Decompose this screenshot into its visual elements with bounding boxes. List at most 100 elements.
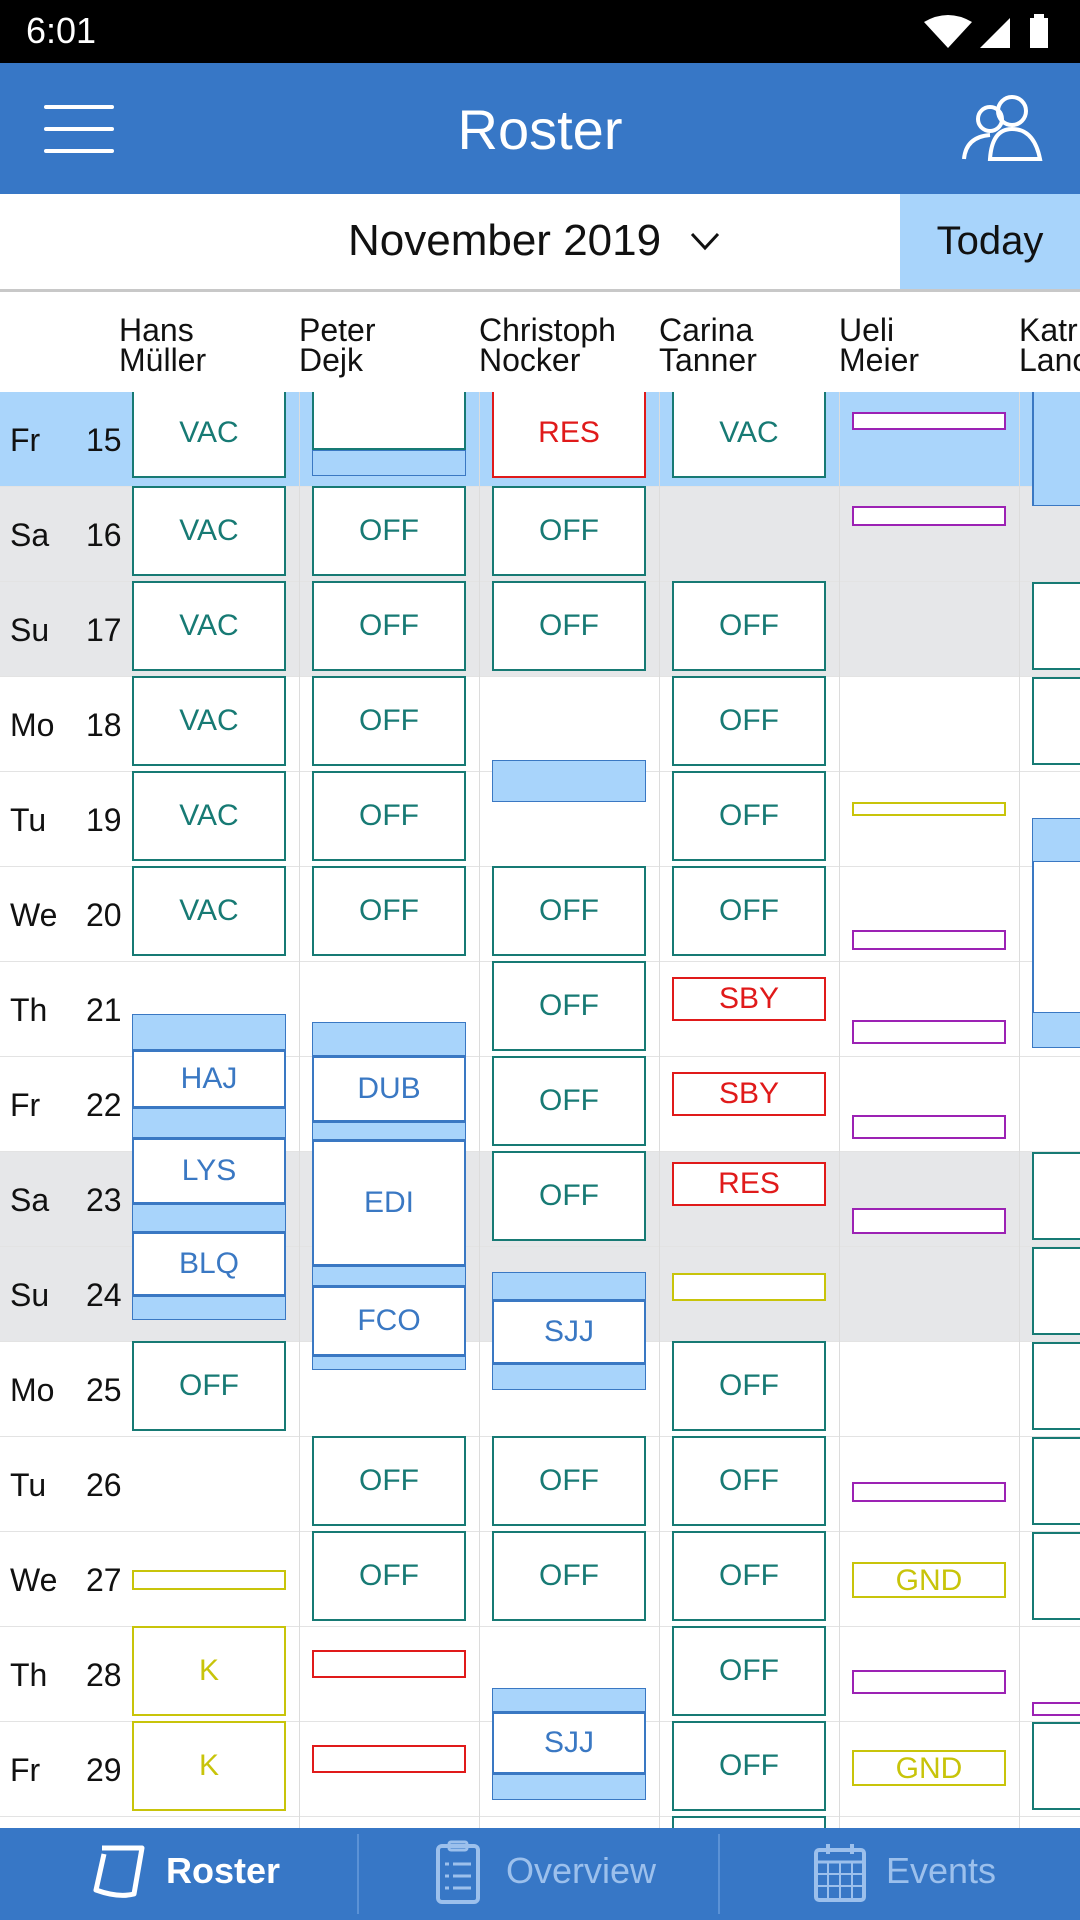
roster-entry[interactable]: OFF: [312, 1436, 466, 1526]
flight-block[interactable]: [132, 1014, 286, 1050]
flight-entry[interactable]: FCO: [312, 1286, 466, 1356]
roster-entry[interactable]: OFF: [672, 1626, 826, 1716]
roster-entry[interactable]: OFF: [492, 1056, 646, 1146]
flight-block[interactable]: [312, 1266, 466, 1286]
roster-entry[interactable]: [1032, 1722, 1080, 1810]
flight-block[interactable]: [312, 450, 466, 476]
today-button[interactable]: Today: [900, 194, 1080, 289]
roster-entry[interactable]: OFF: [312, 486, 466, 576]
roster-marker[interactable]: [852, 412, 1006, 430]
roster-entry[interactable]: VAC: [132, 392, 286, 478]
roster-entry[interactable]: [1032, 1437, 1080, 1525]
flight-entry[interactable]: EDI: [312, 1140, 466, 1266]
roster-entry[interactable]: GND: [852, 1750, 1006, 1786]
flight-block[interactable]: [312, 1122, 466, 1140]
flight-block[interactable]: [312, 1356, 466, 1370]
roster-marker[interactable]: [1032, 1702, 1080, 1716]
roster-entry[interactable]: OFF: [312, 771, 466, 861]
roster-entry[interactable]: SBY: [672, 1072, 826, 1116]
roster-entry[interactable]: OFF: [672, 581, 826, 671]
roster-entry[interactable]: OFF: [312, 676, 466, 766]
flight-block[interactable]: [132, 1204, 286, 1232]
roster-marker[interactable]: [852, 1020, 1006, 1044]
roster-entry[interactable]: [1032, 1532, 1080, 1620]
flight-entry[interactable]: SJJ: [492, 1300, 646, 1364]
roster-marker[interactable]: [852, 1115, 1006, 1139]
people-icon[interactable]: [960, 93, 1044, 163]
flight-block[interactable]: [312, 1022, 466, 1056]
roster-entry[interactable]: VAC: [132, 486, 286, 576]
flight-block[interactable]: [492, 1688, 646, 1712]
roster-entry[interactable]: K: [132, 1626, 286, 1716]
flight-block[interactable]: [492, 760, 646, 802]
flight-entry[interactable]: SJJ: [492, 1712, 646, 1774]
flight-block[interactable]: [492, 1272, 646, 1300]
flight-block[interactable]: [1032, 818, 1080, 862]
roster-entry[interactable]: RES: [492, 392, 646, 478]
roster-entry[interactable]: OFF: [312, 581, 466, 671]
roster-entry[interactable]: OFF: [492, 1531, 646, 1621]
roster-entry[interactable]: OFF: [672, 866, 826, 956]
roster-entry[interactable]: RES: [672, 1162, 826, 1206]
menu-icon[interactable]: [44, 103, 114, 155]
roster-entry[interactable]: [1032, 677, 1080, 765]
roster-entry[interactable]: OFF: [312, 866, 466, 956]
roster-entry[interactable]: OFF: [492, 866, 646, 956]
roster-entry[interactable]: VAC: [132, 676, 286, 766]
flight-entry[interactable]: BLQ: [132, 1232, 286, 1296]
roster-entry[interactable]: VAC: [132, 866, 286, 956]
roster-entry[interactable]: [312, 392, 466, 450]
roster-entry[interactable]: OFF: [672, 771, 826, 861]
roster-entry[interactable]: K: [132, 1721, 286, 1811]
tab-roster[interactable]: Roster: [0, 1828, 358, 1920]
roster-marker[interactable]: [132, 1570, 286, 1590]
flight-block[interactable]: [1032, 392, 1080, 506]
roster-marker[interactable]: [312, 1745, 466, 1773]
roster-entry[interactable]: SBY: [672, 977, 826, 1021]
roster-entry[interactable]: OFF: [492, 486, 646, 576]
roster-marker[interactable]: [852, 802, 1006, 816]
tab-overview[interactable]: Overview: [359, 1828, 718, 1920]
roster-entry[interactable]: OFF: [672, 1531, 826, 1621]
flight-block[interactable]: [492, 1364, 646, 1390]
flight-block[interactable]: [492, 1774, 646, 1800]
roster-entry[interactable]: OFF: [132, 1341, 286, 1431]
roster-entry[interactable]: [1032, 582, 1080, 670]
employee-name[interactable]: KatrLanc: [1019, 312, 1080, 378]
roster-marker[interactable]: [852, 506, 1006, 526]
tab-events[interactable]: Events: [720, 1828, 1080, 1920]
flight-entry[interactable]: LYS: [132, 1138, 286, 1204]
roster-marker[interactable]: [852, 1670, 1006, 1694]
chevron-down-icon[interactable]: [688, 226, 722, 256]
roster-entry[interactable]: VAC: [672, 392, 826, 478]
roster-entry[interactable]: OFF: [492, 1151, 646, 1241]
flight-block[interactable]: [132, 1296, 286, 1320]
roster-marker[interactable]: [672, 1273, 826, 1301]
flight-block[interactable]: [132, 1108, 286, 1138]
roster-marker[interactable]: [852, 1208, 1006, 1234]
flight-entry[interactable]: HAJ: [132, 1050, 286, 1108]
flight-block[interactable]: [1032, 1012, 1080, 1048]
roster-marker[interactable]: [312, 1650, 466, 1678]
roster-entry[interactable]: [1032, 1342, 1080, 1430]
roster-entry[interactable]: VAC: [132, 771, 286, 861]
roster-entry[interactable]: VAC: [132, 581, 286, 671]
roster-entry[interactable]: OFF: [492, 581, 646, 671]
roster-entry[interactable]: OFF: [672, 676, 826, 766]
roster-entry[interactable]: OFF: [672, 1436, 826, 1526]
roster-entry[interactable]: OFF: [492, 961, 646, 1051]
roster-entry[interactable]: OFF: [312, 1531, 466, 1621]
roster-entry[interactable]: OFF: [492, 1436, 646, 1526]
roster-entry[interactable]: GND: [852, 1562, 1006, 1598]
flight-entry[interactable]: [1032, 862, 1080, 1012]
roster-entry[interactable]: OFF: [672, 1341, 826, 1431]
roster-entry[interactable]: OFF: [672, 1721, 826, 1811]
month-selector[interactable]: November 2019: [348, 216, 662, 265]
roster-entry[interactable]: [1032, 1152, 1080, 1240]
